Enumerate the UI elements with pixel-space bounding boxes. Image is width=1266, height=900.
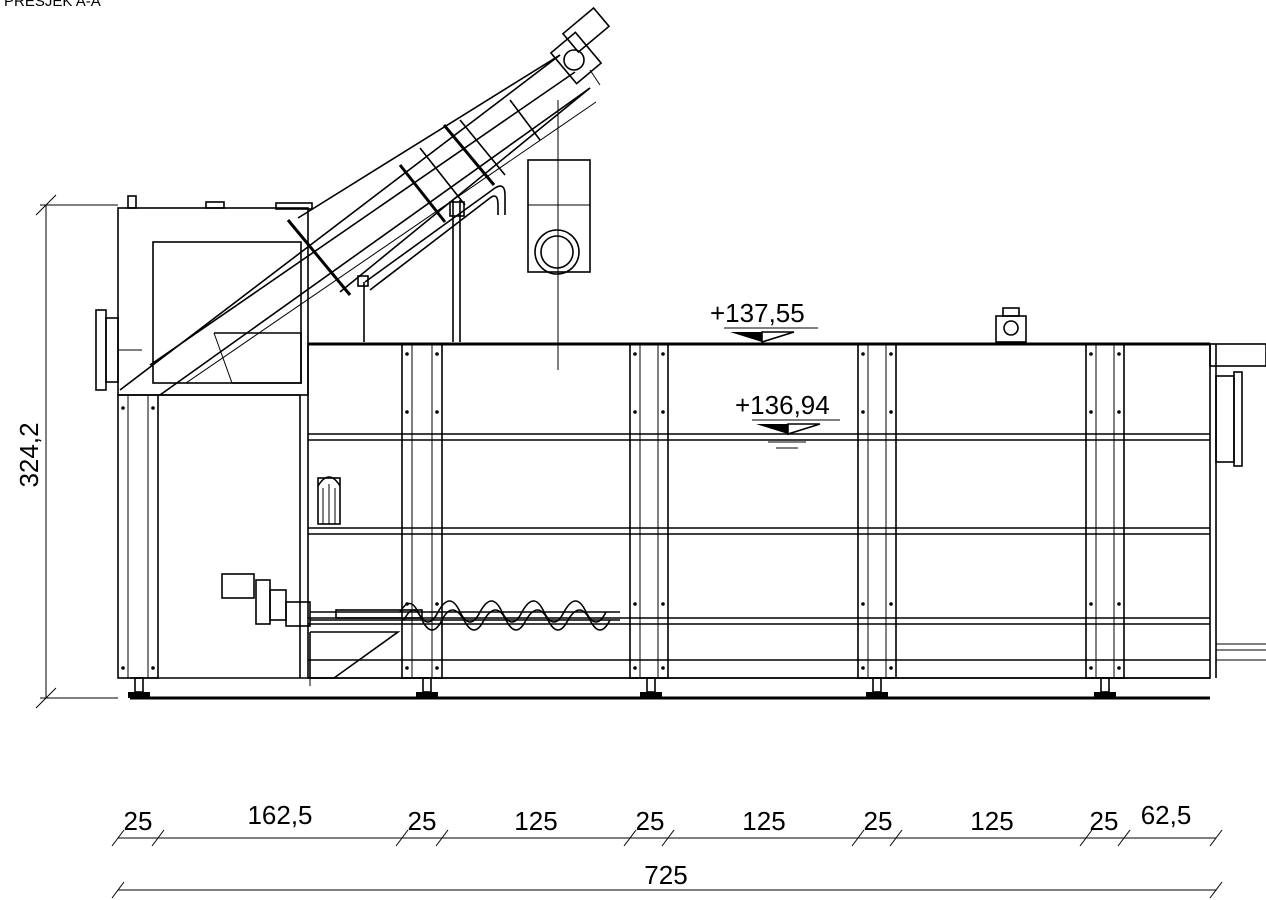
segment-dim-2: 162,5	[247, 800, 312, 830]
height-dim-label: 324,2	[14, 422, 44, 487]
total-dimension: 725	[111, 860, 1223, 899]
column-3	[857, 343, 897, 679]
segment-dim-1: 25	[124, 806, 153, 836]
segment-dim-5: 25	[636, 806, 665, 836]
segment-dim-7: 25	[864, 806, 893, 836]
level-marker-water: +136,94	[735, 390, 840, 449]
segment-dim-6: 125	[742, 806, 785, 836]
level-marker-top: +137,55	[710, 298, 818, 344]
horizontal-screw-conveyor	[221, 573, 620, 686]
column-1	[401, 343, 443, 679]
segment-dimension-line	[111, 829, 1223, 847]
column-2	[629, 343, 669, 679]
section-label: PRESJEK A-A	[4, 0, 101, 10]
segment-dim-3: 25	[408, 806, 437, 836]
main-tank	[130, 307, 1266, 700]
support-columns	[128, 343, 1125, 698]
inclined-screw-conveyor	[119, 6, 611, 396]
segment-dim-9: 25	[1090, 806, 1119, 836]
inlet-chamber	[95, 195, 313, 679]
level-top-label: +137,55	[710, 298, 805, 328]
height-dimension: 324,2	[14, 194, 118, 709]
segment-dim-4: 125	[514, 806, 557, 836]
level-water-label: +136,94	[735, 390, 830, 420]
segment-dim-10: 62,5	[1141, 800, 1192, 830]
segment-dim-8: 125	[970, 806, 1013, 836]
column-4	[1085, 343, 1125, 679]
total-dim-label: 725	[644, 860, 687, 890]
segment-dimension-labels: 25 162,5 25 125 25 125 25 125 25 62,5	[124, 800, 1192, 836]
